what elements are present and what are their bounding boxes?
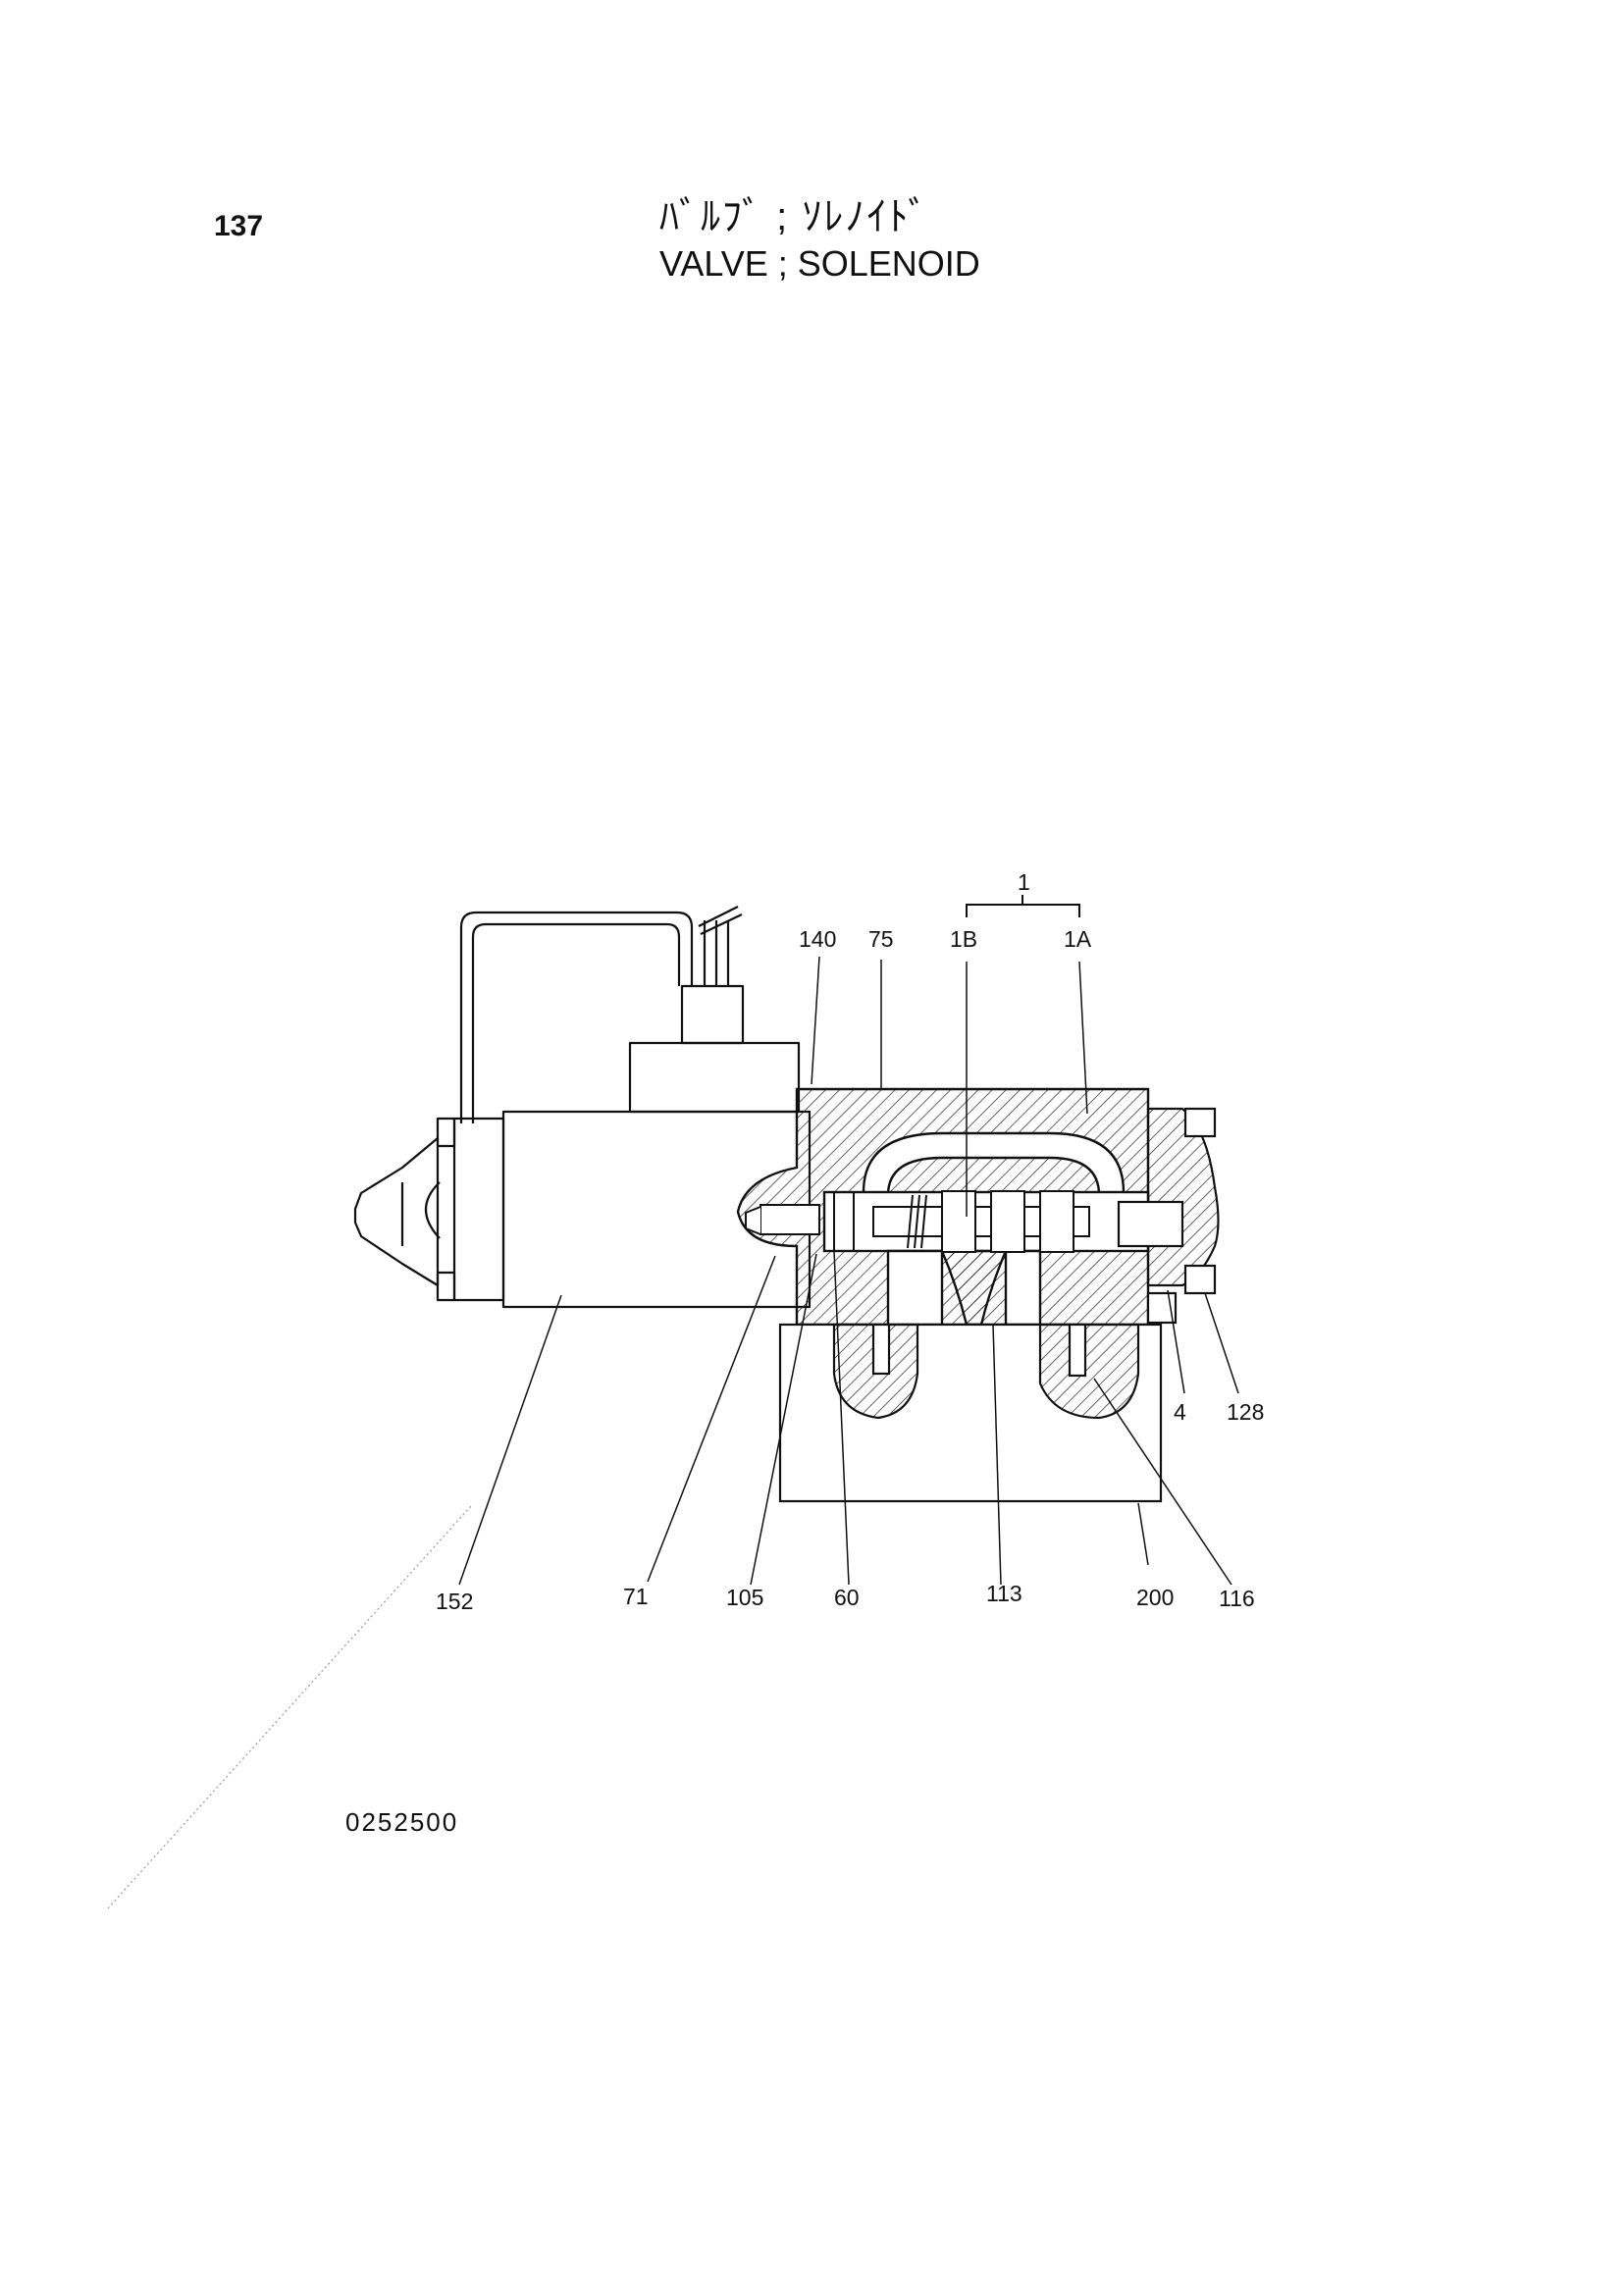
callout-71: 71 [623,1584,649,1609]
page-number: 137 [214,210,264,242]
connector-plug [680,984,745,1045]
callout-75: 75 [868,926,894,952]
callout-140: 140 [799,926,836,952]
title-english: VALVE ; SOLENOID [659,243,980,284]
drawing-number: 0252500 [345,1807,459,1837]
wire-loop [459,911,694,1123]
callout-1: 1 [1018,869,1030,895]
callout-128: 128 [1227,1399,1264,1425]
callout-4: 4 [1174,1399,1186,1425]
override-cap [353,1136,440,1287]
title-block: ﾊﾞﾙﾌﾞ ; ｿﾚﾉｲﾄﾞ VALVE ; SOLENOID [659,192,980,287]
title-japanese: ﾊﾞﾙﾌﾞ ; ｿﾚﾉｲﾄﾞ [659,195,930,238]
callout-1B: 1B [950,926,977,952]
connector-housing [628,1041,801,1114]
callout-1A: 1A [1064,926,1092,952]
callout-105: 105 [726,1585,763,1610]
callout-152: 152 [436,1589,473,1614]
callout-200: 200 [1136,1585,1174,1610]
end-cap-right [1117,1107,1220,1325]
callout-116: 116 [1219,1586,1255,1611]
wire-loop-inner [471,922,681,1123]
callout-60: 60 [834,1585,860,1610]
callout-113: 113 [986,1581,1022,1606]
